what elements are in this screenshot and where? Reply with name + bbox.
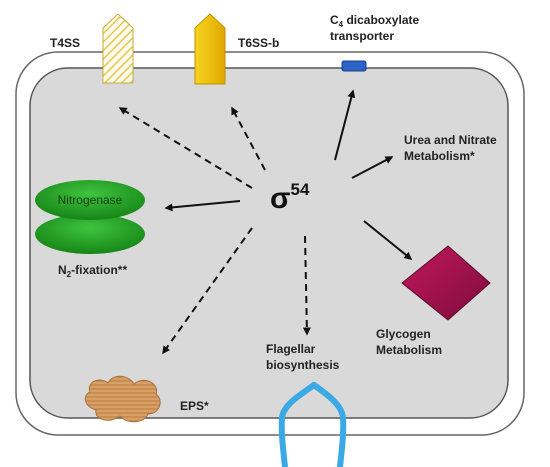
sigma-symbol: σ — [270, 182, 291, 215]
flagellar-label-line2: biosynthesis — [266, 358, 340, 372]
glycogen-label-line2: Metabolism — [376, 343, 442, 357]
arrow-to-eps — [162, 227, 253, 355]
urea-nitrate-label-line1: Urea and Nitrate — [404, 133, 497, 147]
sigma-superscript: 54 — [291, 180, 310, 199]
c4-subscript: 4 — [339, 20, 344, 29]
eps-label: EPS* — [180, 399, 209, 413]
glycogen-label-line1: Glycogen — [376, 327, 431, 341]
n2-subscript: 2 — [67, 270, 72, 279]
flagellar-label-line1: Flagellar — [266, 342, 316, 356]
arrow-to-urea-nitrate — [351, 156, 394, 179]
nitrogenase-label: Nitrogenase — [58, 193, 123, 207]
urea-nitrate-label-line2: Metabolism* — [404, 149, 475, 163]
c4-transporter-shape — [341, 60, 367, 72]
c4-transporter-label-line2: transporter — [330, 29, 394, 43]
c4-rest: dicaboxylate — [343, 13, 419, 27]
c4-transporter-label: C4 dicaboxylate — [330, 13, 419, 29]
glycogen-diamond — [401, 245, 491, 321]
t4ss-label: T4SS — [50, 36, 80, 50]
n2-fixation-label: N2-fixation** — [58, 263, 127, 279]
cytoplasm — [29, 67, 509, 419]
eps-blob — [84, 375, 161, 423]
t4ss-structure — [102, 13, 134, 84]
n2-rest: -fixation** — [71, 263, 127, 277]
arrow-to-transporter — [334, 89, 356, 161]
nitrogenase-disc-upper — [35, 180, 145, 220]
n2-prefix: N — [58, 263, 67, 277]
sigma-factor-label: σ54 — [270, 180, 310, 215]
arrow-to-flagellar — [302, 235, 311, 336]
c4-prefix: C — [330, 13, 339, 27]
flagellum-right — [311, 382, 347, 467]
flagellum-left — [278, 382, 317, 467]
t6ss-label: T6SS-b — [238, 36, 279, 50]
t6ss-structure — [194, 13, 226, 85]
arrow-to-t4ss — [118, 107, 253, 189]
arrow-to-glycogen — [363, 220, 413, 260]
arrow-to-nitrogenase — [164, 200, 241, 212]
nitrogenase-disc-lower — [35, 214, 145, 254]
